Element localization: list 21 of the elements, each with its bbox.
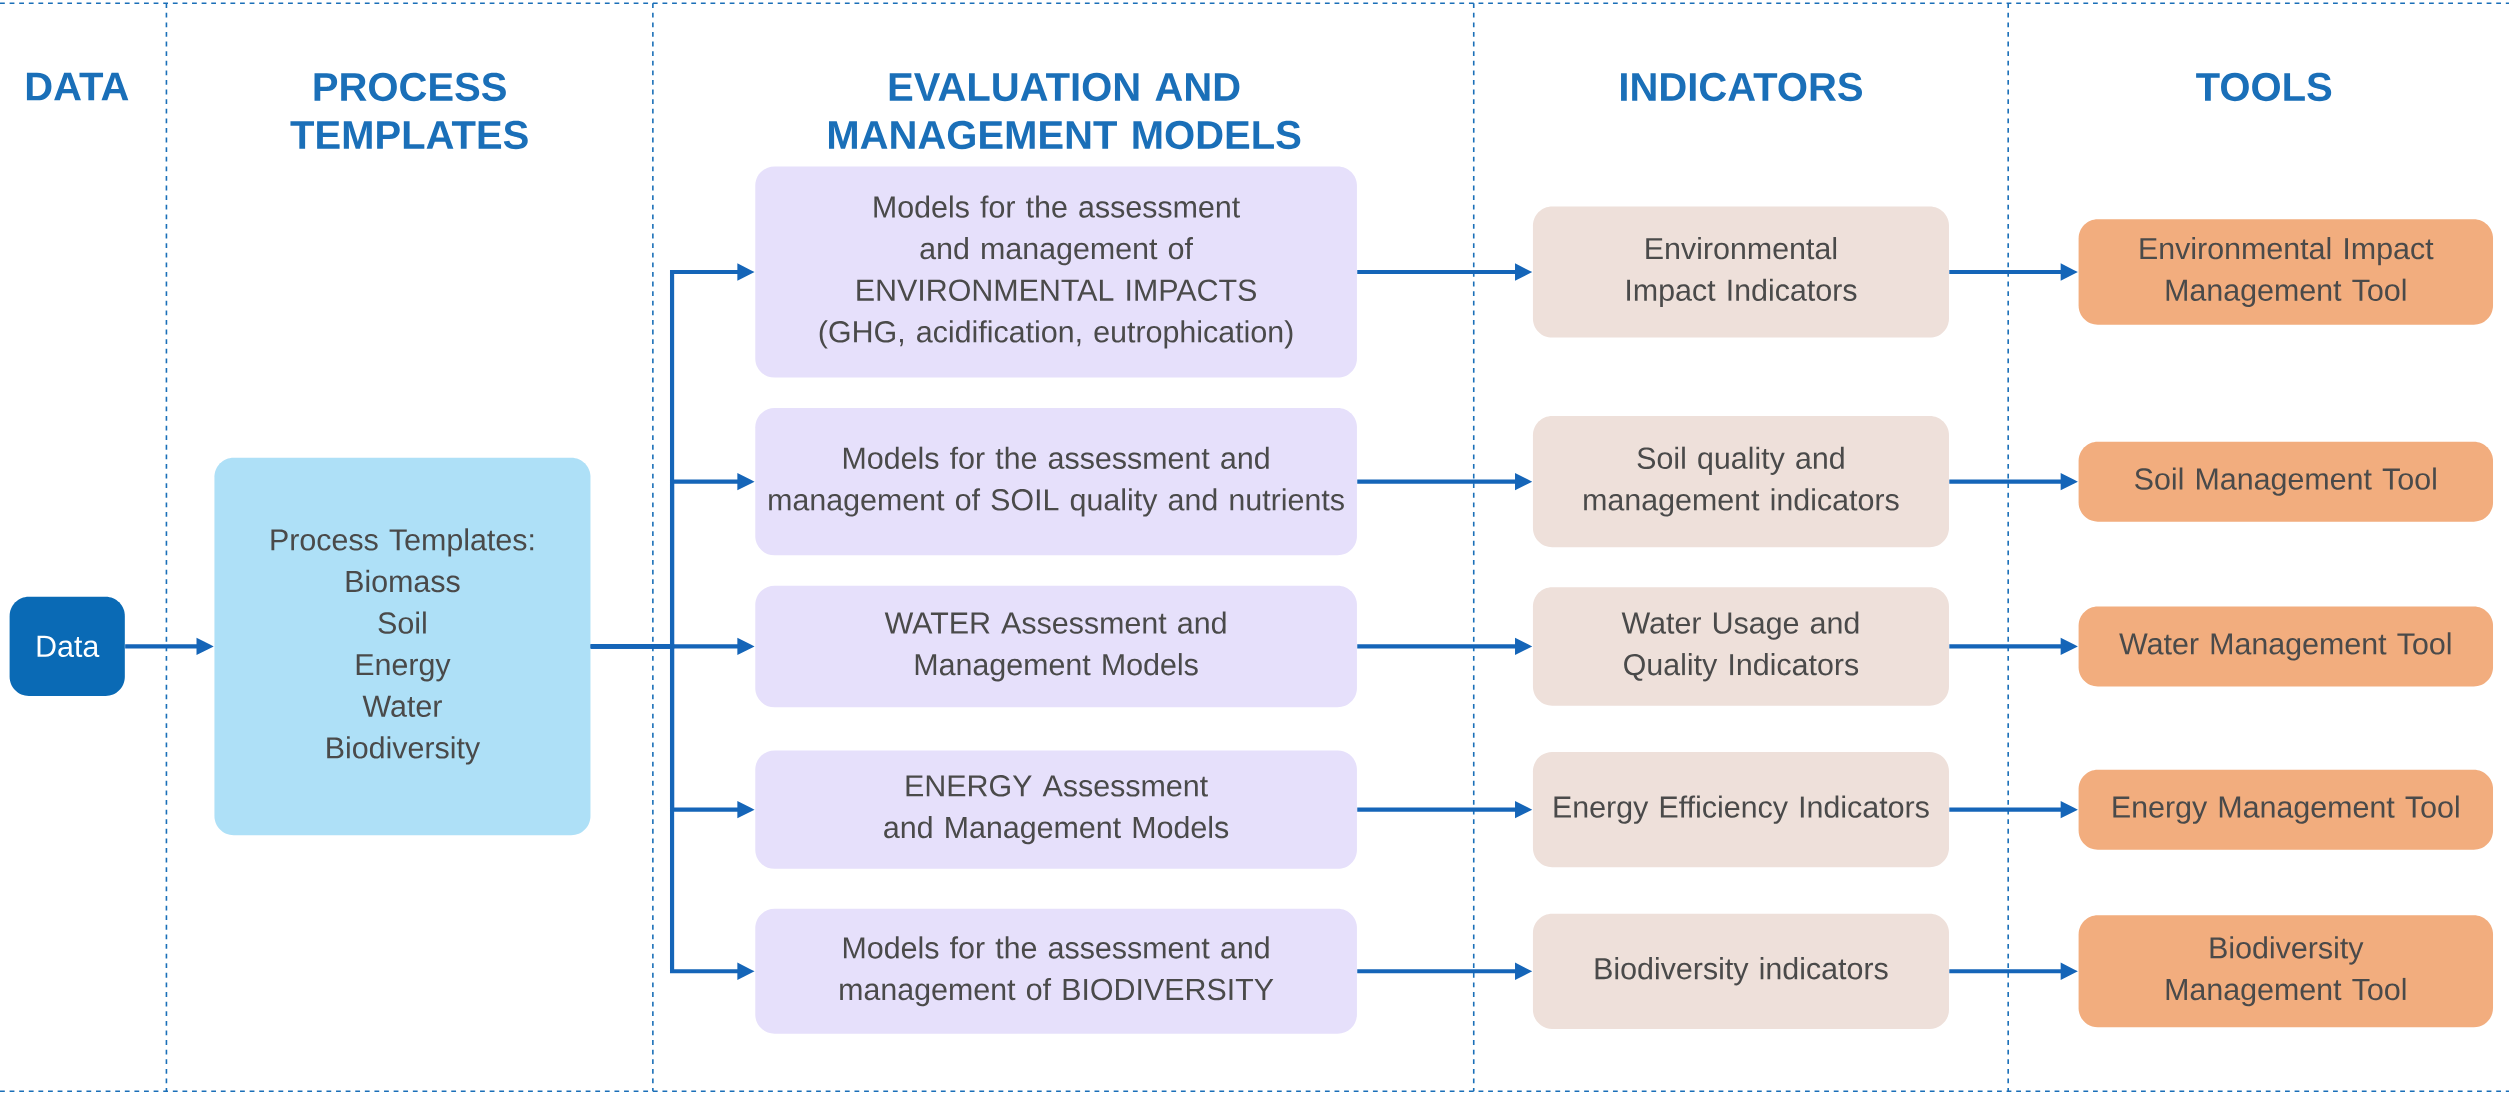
column-heading: INDICATORS (1621, 72, 1862, 101)
indicator-box: Biodiversity indicators (1532, 913, 1949, 1029)
tool-box: Environmental Impact Management Tool (2078, 218, 2493, 325)
tool-box: Biodiversity Management Tool (2078, 915, 2493, 1028)
tool-box: Water Management Tool (2078, 606, 2493, 687)
model-box: Models for the assessment and management of ENVIRONMENTAL IMPACTS (GHG, acidification, eutrophication) (755, 166, 1357, 378)
indicator-box: Environmental Impact Indicators (1532, 206, 1949, 338)
model-box: Models for the assessment and management of BIODIVERSITY (755, 908, 1357, 1034)
model-box: WATER Assessment and Management Models (755, 585, 1357, 707)
indicator-box: Water Usage and Quality Indicators (1532, 587, 1949, 706)
indicator-box: Energy Efficiency Indicators (1532, 751, 1949, 868)
model-box: ENERGY Assessment and Management Models (755, 750, 1357, 869)
tool-box: Soil Management Tool (2078, 441, 2493, 522)
column-heading: PROCESS TEMPLATES (290, 72, 528, 149)
column-heading: DATA (26, 72, 129, 101)
column-heading: TOOLS (2196, 72, 2332, 101)
indicator-box: Soil quality and management indicators (1532, 415, 1949, 547)
data-box: Data (9, 596, 125, 696)
tool-box: Energy Management Tool (2078, 769, 2493, 850)
process-box: Process Templates: Biomass Soil Energy Water Biodiversity (214, 457, 591, 836)
model-box: Models for the assessment and management of SOIL quality and nutrients (755, 407, 1357, 555)
